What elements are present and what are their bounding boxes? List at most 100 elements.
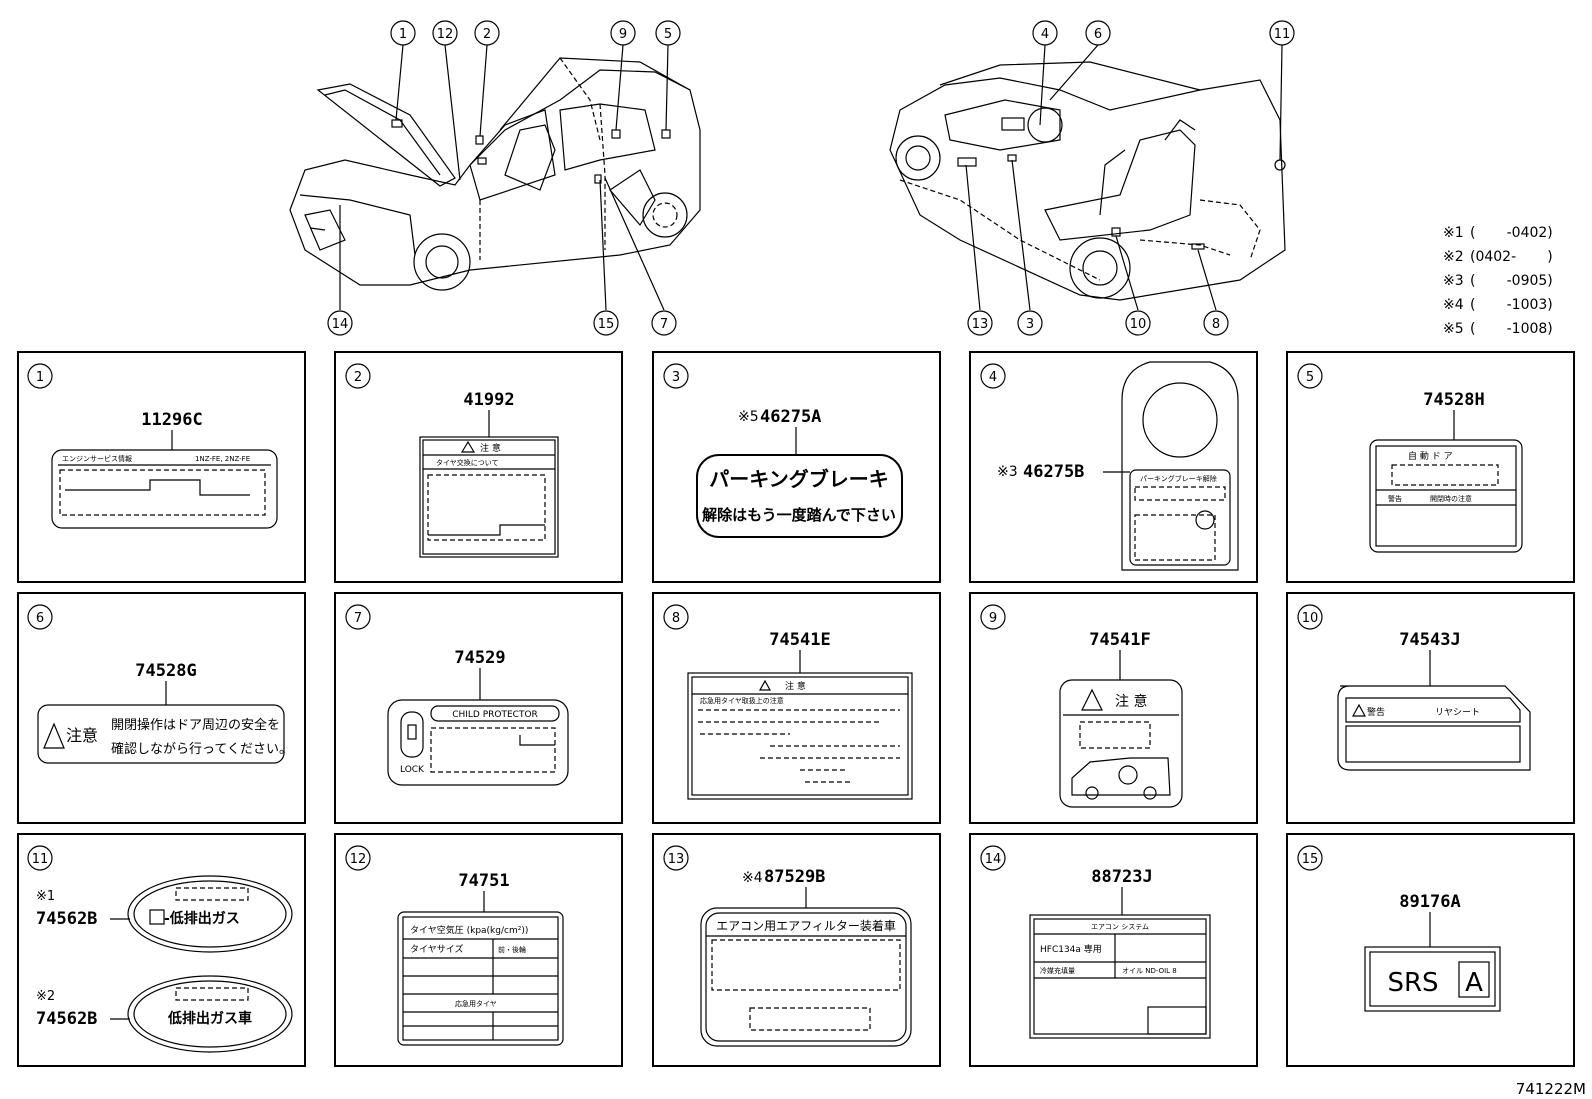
svg-text:12: 12 bbox=[350, 852, 367, 867]
panel-15: 15 89176A SRS A bbox=[1286, 833, 1575, 1067]
callout-circles: 1 12 2 9 5 14 15 7 4 6 11 13 3 10 8 bbox=[327, 20, 1295, 336]
svg-text:7: 7 bbox=[660, 317, 668, 332]
svg-text:※2: ※2 bbox=[36, 989, 55, 1004]
svg-text:冷媒充填量: 冷媒充填量 bbox=[1040, 966, 1075, 975]
panel-3: 3 ※5 46275A パーキングブレーキ 解除はもう一度踏んで下さい bbox=[652, 351, 941, 583]
svg-text:注 意: 注 意 bbox=[480, 442, 501, 454]
part-number-46275A: 46275A bbox=[760, 407, 821, 427]
legend-mark-2: ※2 bbox=[1443, 249, 1464, 265]
svg-text:開閉時の注意: 開閉時の注意 bbox=[1430, 494, 1472, 503]
svg-text:12: 12 bbox=[437, 27, 454, 42]
svg-text:15: 15 bbox=[1302, 852, 1319, 867]
panel-7: 7 74529 CHILD PROTECTOR LOCK bbox=[334, 592, 623, 824]
svg-text:タイヤサイズ: タイヤサイズ bbox=[410, 943, 463, 955]
svg-text:※5: ※5 bbox=[738, 409, 759, 425]
callout-6: 6 bbox=[1085, 20, 1111, 46]
callout-4: 4 bbox=[1032, 20, 1058, 46]
svg-text:4: 4 bbox=[1041, 27, 1049, 42]
svg-text:10: 10 bbox=[1130, 317, 1147, 332]
legend-mark-5: ※5 bbox=[1443, 321, 1464, 337]
svg-text:リヤシート: リヤシート bbox=[1435, 708, 1480, 718]
panel-9: 9 74541F 注 意 bbox=[969, 592, 1258, 824]
part-number-89176A: 89176A bbox=[1399, 892, 1460, 912]
part-number-74751: 74751 bbox=[458, 871, 509, 891]
svg-text:前・後輪: 前・後輪 bbox=[498, 945, 526, 954]
svg-text:注 意: 注 意 bbox=[785, 680, 806, 692]
svg-text:2: 2 bbox=[483, 27, 491, 42]
svg-text:SRS: SRS bbox=[1387, 968, 1438, 998]
callout-12: 12 bbox=[432, 20, 458, 46]
svg-text:警告: 警告 bbox=[1388, 494, 1402, 503]
svg-text:自 動 ド ア: 自 動 ド ア bbox=[1408, 450, 1453, 462]
svg-text:LOCK: LOCK bbox=[400, 765, 425, 775]
svg-text:A: A bbox=[1465, 968, 1483, 998]
panel-11: 11 ※1 74562B -低排出ガス ※2 74562B 低排出ガス車 bbox=[17, 833, 306, 1067]
svg-text:エンジンサービス情報: エンジンサービス情報 bbox=[62, 454, 132, 463]
svg-text:2: 2 bbox=[354, 370, 362, 385]
legend-mark-1: ※1 bbox=[1443, 225, 1464, 241]
callout-14: 14 bbox=[327, 310, 353, 336]
svg-text:タイヤ空気圧 (kpa(kg/cm²)): タイヤ空気圧 (kpa(kg/cm²)) bbox=[410, 924, 528, 936]
svg-text:4: 4 bbox=[989, 370, 997, 385]
svg-text:低排出ガス車: 低排出ガス車 bbox=[167, 1010, 252, 1027]
svg-text:7: 7 bbox=[354, 611, 362, 626]
svg-text:注 意: 注 意 bbox=[1115, 693, 1147, 710]
svg-text:8: 8 bbox=[1212, 317, 1220, 332]
svg-text:※1: ※1 bbox=[36, 889, 55, 904]
svg-text:13: 13 bbox=[668, 852, 685, 867]
svg-text:※4: ※4 bbox=[742, 870, 763, 886]
svg-text:開閉操作はドア周辺の安全を: 開閉操作はドア周辺の安全を bbox=[111, 717, 280, 733]
svg-text:15: 15 bbox=[598, 317, 615, 332]
front-vehicle-illustration bbox=[289, 57, 701, 291]
svg-text:警告: 警告 bbox=[1367, 706, 1385, 718]
callout-11: 11 bbox=[1269, 20, 1295, 46]
callout-leaders bbox=[339, 44, 1283, 311]
rear-vehicle-illustration bbox=[889, 61, 1286, 301]
part-number-74541F: 74541F bbox=[1089, 630, 1150, 650]
panel-13: 13 ※4 87529B エアコン用エアフィルター装着車 bbox=[652, 833, 941, 1067]
svg-text:14: 14 bbox=[332, 317, 349, 332]
legend-range-2: (0402- ) bbox=[1470, 249, 1553, 265]
panel-2: 2 41992 注 意 タイヤ交換について bbox=[334, 351, 623, 583]
legend-range-3: ( -0905) bbox=[1470, 273, 1553, 289]
svg-text:5: 5 bbox=[664, 27, 672, 42]
panel-14: 14 88723J エアコン システム HFC134a 専用 冷媒充填量 オイル… bbox=[969, 833, 1258, 1067]
svg-text:※3: ※3 bbox=[997, 464, 1018, 480]
svg-text:13: 13 bbox=[972, 317, 989, 332]
svg-text:9: 9 bbox=[619, 27, 627, 42]
panel-1: 1 11296C エンジンサービス情報 1NZ-FE, 2NZ-FE bbox=[17, 351, 306, 583]
panel-4: 4 パーキングブレーキ解除 ※3 46275B bbox=[969, 351, 1258, 583]
svg-text:応急用タイヤ: 応急用タイヤ bbox=[455, 999, 497, 1008]
svg-text:1: 1 bbox=[399, 27, 407, 42]
panel-6: 6 74528G 注意 開閉操作はドア周辺の安全を 確認しながら行ってください。 bbox=[17, 592, 306, 824]
svg-text:11: 11 bbox=[32, 852, 49, 867]
svg-text:6: 6 bbox=[36, 611, 44, 626]
callout-9: 9 bbox=[610, 20, 636, 46]
svg-text:1: 1 bbox=[36, 370, 44, 385]
svg-text:5: 5 bbox=[1306, 370, 1314, 385]
svg-text:-低排出ガス: -低排出ガス bbox=[164, 910, 240, 927]
callout-8: 8 bbox=[1203, 310, 1229, 336]
part-number-41992: 41992 bbox=[463, 390, 514, 410]
panel-10: 10 74543J 警告 リヤシート bbox=[1286, 592, 1575, 824]
svg-text:6: 6 bbox=[1094, 27, 1102, 42]
svg-text:確認しながら行ってください。: 確認しながら行ってください。 bbox=[111, 741, 292, 757]
svg-text:HFC134a 専用: HFC134a 専用 bbox=[1040, 943, 1102, 955]
panel-12: 12 74751 タイヤ空気圧 (kpa(kg/cm²)) タイヤサイズ 前・後… bbox=[334, 833, 623, 1067]
svg-text:注意: 注意 bbox=[66, 726, 98, 745]
legend-range-4: ( -1003) bbox=[1470, 297, 1553, 313]
part-number-11296C: 11296C bbox=[141, 410, 202, 430]
part-number-74529: 74529 bbox=[454, 648, 505, 668]
callout-15: 15 bbox=[593, 310, 619, 336]
svg-text:10: 10 bbox=[1302, 611, 1319, 626]
svg-text:14: 14 bbox=[985, 852, 1002, 867]
callout-3: 3 bbox=[1017, 310, 1043, 336]
panel-8: 8 74541E 注 意 応急用タイヤ取扱上の注意 bbox=[652, 592, 941, 824]
svg-text:エアコン システム: エアコン システム bbox=[1091, 923, 1149, 931]
svg-text:3: 3 bbox=[672, 370, 680, 385]
svg-text:9: 9 bbox=[989, 611, 997, 626]
svg-text:オイル ND-OIL 8: オイル ND-OIL 8 bbox=[1122, 967, 1177, 975]
svg-text:パーキングブレーキ解除: パーキングブレーキ解除 bbox=[1140, 474, 1217, 483]
svg-text:エアコン用エアフィルター装着車: エアコン用エアフィルター装着車 bbox=[716, 918, 896, 933]
part-number-46275B: 46275B bbox=[1023, 462, 1084, 482]
